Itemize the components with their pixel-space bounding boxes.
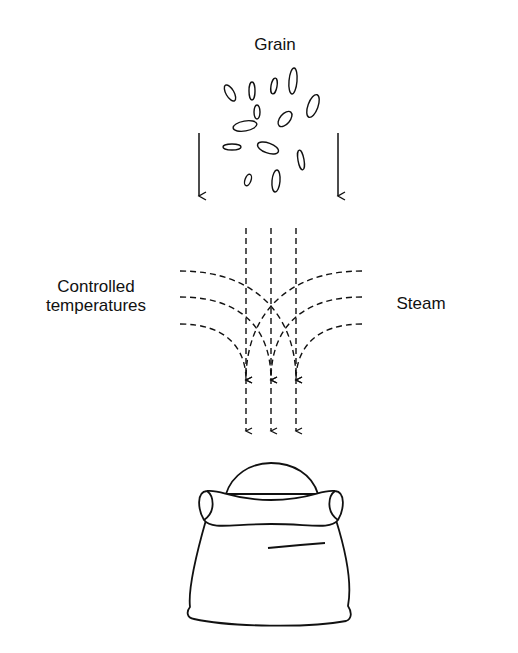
diagram-label: Steam: [371, 294, 471, 313]
grain-kernels: [222, 68, 322, 193]
grain-flow-lines: [246, 228, 296, 431]
heat-steam-curves: [180, 271, 362, 380]
flow-arrows: [199, 133, 338, 196]
diagram-label: Grain: [215, 35, 335, 54]
diagram-label: Controlled temperatures: [26, 277, 166, 315]
grain-sack: [188, 463, 351, 626]
